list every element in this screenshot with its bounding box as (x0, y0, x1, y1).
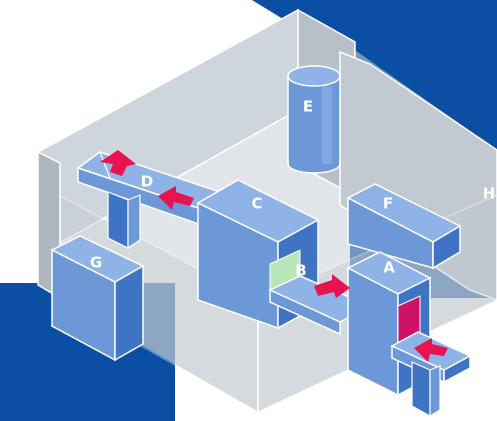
label-h: H (483, 185, 496, 203)
machine-e-cylinder (287, 65, 341, 174)
label-c: C (251, 195, 262, 213)
label-f: F (383, 195, 393, 213)
label-b: B (295, 262, 306, 280)
conveyor-input (390, 331, 472, 418)
label-g: G (90, 254, 102, 272)
label-d: D (141, 173, 153, 191)
left-arrow (414, 338, 448, 362)
label-a: A (383, 259, 395, 277)
up-arrow (100, 150, 136, 176)
conveyor-b (268, 275, 372, 336)
machine-f-box (346, 183, 462, 270)
machine-g-box (50, 235, 145, 362)
left-arrow (158, 186, 194, 210)
right-arrow (314, 274, 350, 298)
label-e: E (303, 98, 313, 116)
